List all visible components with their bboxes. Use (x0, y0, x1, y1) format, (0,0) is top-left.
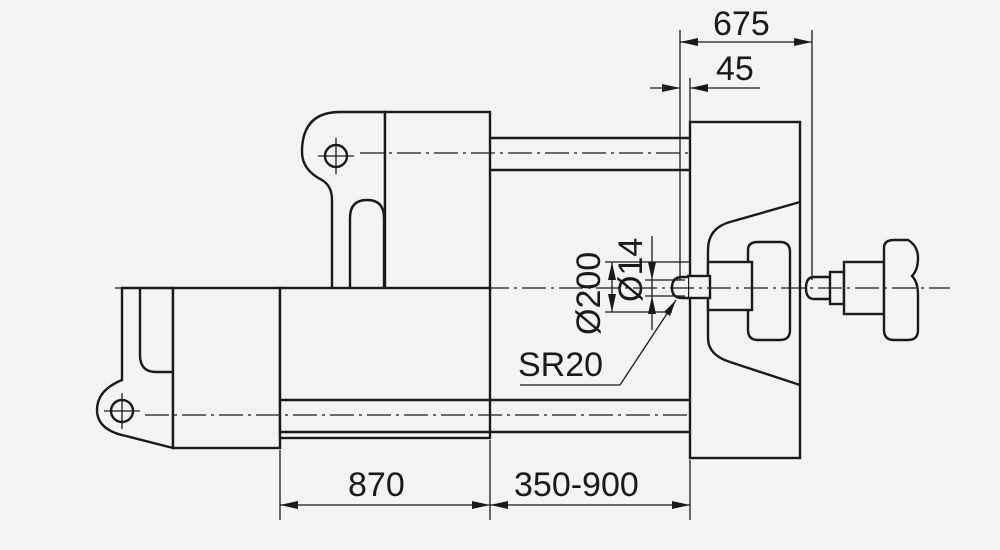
dim-675-label: 675 (713, 5, 770, 43)
lower-pivot-hole (104, 393, 140, 429)
nozzle-body (686, 274, 712, 300)
dim-diameter-14: Ø14 (612, 236, 685, 330)
upper-toggle-link (300, 110, 387, 292)
dim-45: 45 (650, 50, 760, 92)
dim-diameter-200: Ø200 (570, 252, 690, 335)
dim-870-label: 870 (348, 466, 405, 504)
clamp-cylinder (278, 286, 492, 440)
ejector-head (746, 240, 792, 342)
upper-pivot-hole (318, 138, 354, 174)
lower-toggle-link (95, 286, 175, 450)
dim-diameter-14-label: Ø14 (612, 238, 650, 302)
dim-350-900: 350-900 (490, 466, 690, 509)
dim-sr20: SR20 (518, 299, 677, 386)
dim-45-label: 45 (716, 50, 754, 88)
ejector-shank (706, 260, 754, 312)
moving-block (171, 286, 282, 450)
dim-675: 675 (680, 5, 812, 46)
dim-diameter-200-label: Ø200 (570, 252, 608, 335)
rear-platen (383, 110, 492, 292)
dim-sr20-label: SR20 (518, 346, 603, 384)
dim-350-900-label: 350-900 (514, 466, 639, 504)
injection-knob (804, 238, 920, 342)
dim-870: 870 (280, 466, 490, 509)
upper-tie-bar (490, 136, 690, 172)
